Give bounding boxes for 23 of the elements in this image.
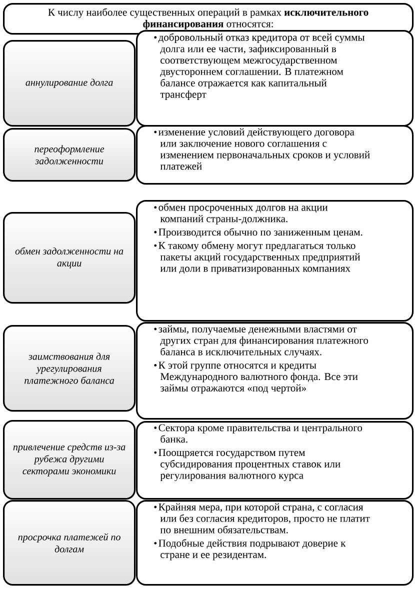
bullet-text: займы, получаемые денежными властями от других стран для финансирования платежного баланса в исключительных случаях. [158,325,368,358]
category-box: привлечение средств из-за рубежа другими секторами экономики [3,420,136,500]
category-box: заимствования для урегулирования платежного баланса [3,325,136,412]
bullet-text: К такому обмену могут предлагаться только пакеты акций государственных предприятий или доли в приватизированных компаниях [158,241,360,274]
bullet-text: Поощряется государством путем субсидирования процентных ставок или регулирования валютного курса [158,449,340,481]
description-box [136,200,414,322]
bullet-text: Крайняя мера, при которой страна, с согласия или без согласия кредиторов, просто не платит по внешним обязательствам. [158,503,370,534]
bullet-text: обмен просроченных долгов на акции компаний страны-должника. [158,203,328,224]
bullet-text: К этой группе относятся и кредиты Международного валютного фонда. Все эти займы отражаются «под чертой» [158,361,358,394]
category-box: аннулирование долга [3,40,136,127]
description-box [136,421,414,500]
category-box: переоформление задолженности [3,128,136,182]
bullet-text: Производится обычно по заниженным ценам. [158,228,362,238]
bullet-text: добровольный отказ кредитора от всей суммы долга или ее части, зафиксированный в соответствующем межгосударственном двустороннем соглашении. В платежном балансе отражается как капитальный трансферт [158,33,365,100]
category-box: обмен задолженности на акции [3,212,136,304]
description-box [136,500,414,586]
description-box [136,30,414,127]
bullet-text: Сектора кроме правительства и центрального банка. [158,424,362,443]
bullet-text: изменение условий действующего договора или заключение нового соглашения с изменением первоначальных сроков и условий платежей [158,128,370,170]
description-box [136,322,414,420]
category-box: просрочка платежей по долгам [3,500,136,586]
description-box [136,125,414,185]
bullet-text: Подобные действия подрывают доверие к стране и ее резидентам. [158,539,346,560]
